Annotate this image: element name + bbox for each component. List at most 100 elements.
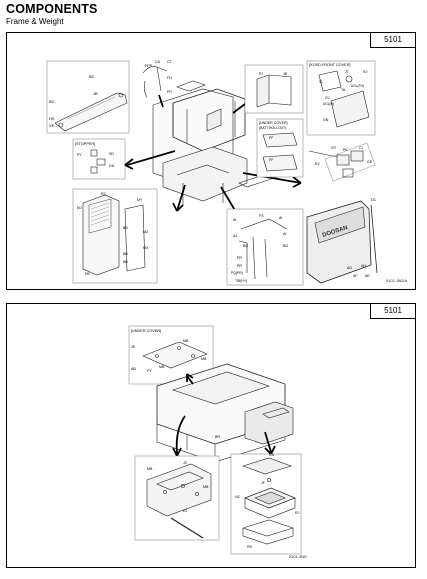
- callout-fh: FH: [167, 76, 172, 80]
- callout-py: PY: [77, 153, 82, 157]
- page-title: COMPONENTS: [6, 2, 98, 16]
- panel-id-1: 5101: [370, 33, 415, 48]
- callout-aj: AJ: [233, 234, 237, 238]
- callout-ai-3: AI: [283, 232, 286, 236]
- parts-diagram-panel-1: 5101 BC JB BC HS XE FPP CA CT FH FR: [6, 32, 416, 290]
- callout-bg-2: BG: [283, 244, 288, 248]
- callout-ai-2: AI: [279, 216, 282, 220]
- callout-ff-2: FF: [269, 158, 274, 162]
- under-cover-inset: [UNDER COVER] (BATT.ROLLOUT) FF FF: [256, 118, 304, 178]
- callout-jf: JF: [261, 481, 266, 485]
- callout-ag: AG: [347, 266, 352, 270]
- callout-af: AF: [353, 274, 358, 278]
- front-cover-label: [XOSD,FRONT COVER]: [309, 63, 351, 67]
- callout-mb-4: MB: [147, 467, 153, 471]
- callout-jc: JC: [183, 461, 188, 465]
- under-cover-label-2: [UNDER COVER]: [131, 329, 161, 333]
- document-header: COMPONENTS Frame & Weight: [6, 2, 98, 27]
- callout-bc-1: BC: [89, 74, 95, 79]
- seat-base-inset: RA JF NZ RJ RK: [230, 453, 302, 555]
- callout-mx: MX: [143, 246, 149, 250]
- callout-my: MY: [137, 198, 143, 202]
- parts-diagram-panel-2: 5101 [UNDER COVER] JE AB PY MB MB MB BR: [6, 303, 416, 568]
- callout-ge: GE: [367, 160, 373, 164]
- callout-ra: RA: [269, 453, 275, 457]
- callout-py-2: PY: [147, 369, 152, 373]
- callout-mb-5: MB: [203, 485, 209, 489]
- callout-ah: AH: [361, 264, 366, 268]
- callout-ai-1: AI: [233, 218, 236, 222]
- callout-vl: VL: [319, 80, 323, 84]
- callout-gd: GD: [109, 164, 115, 168]
- callout-rj-2: RJ: [295, 511, 300, 515]
- callout-bc-2: BC: [49, 99, 55, 104]
- callout-ri: RI: [259, 72, 263, 76]
- callout-ff-1: FF: [269, 136, 274, 140]
- stopper-inset: [STOPPER] PY SD GD: [72, 138, 126, 180]
- figure-code-1: 5101-3NDA: [386, 278, 407, 283]
- callout-eb: EB: [85, 272, 90, 276]
- callout-rk: RK: [247, 545, 253, 549]
- panel-id-2: 5101: [370, 304, 415, 319]
- callout-e2: E2: [183, 509, 187, 513]
- callout-jb-2: JB: [283, 72, 288, 76]
- callout-ab: AB: [131, 367, 136, 371]
- tilt-parts-group: AI FS AI AJ AI BG BG PR PR PQ(PR) TIB(HY…: [226, 208, 304, 286]
- stopper-label: [STOPPER]: [75, 142, 95, 146]
- seat-bracket-group: RI JB: [244, 64, 304, 114]
- callout-gy: GY: [331, 146, 337, 150]
- truck-frame: BR: [156, 363, 294, 463]
- callout-rj: RJ: [363, 70, 368, 74]
- callout-gn: GN: [323, 118, 329, 122]
- figure-code-2: 5101-3ND: [288, 554, 307, 559]
- callout-ae: AE: [365, 274, 370, 278]
- callout-bb-1: BB: [123, 226, 128, 230]
- front-cover-inset: [XOSD,FRONT COVER] VL JT RJ UGL(FH) GJ U…: [306, 60, 376, 136]
- callout-bb-3: BB: [123, 260, 128, 264]
- callout-ci: CI: [359, 146, 363, 150]
- callout-nz: NZ: [235, 495, 241, 499]
- callout-pk: PK: [343, 148, 348, 152]
- callout-jb: JB: [93, 91, 98, 96]
- callout-sd: SD: [109, 152, 114, 156]
- hydraulic-pipes-group: FPP CA CT FH FR: [142, 60, 173, 98]
- page-subtitle: Frame & Weight: [6, 17, 64, 26]
- callout-bg-1: BG: [243, 244, 248, 248]
- callout-mb-3: MB: [201, 357, 207, 361]
- callout-ta: TA: [341, 88, 346, 92]
- callout-hs: HS: [49, 116, 55, 121]
- callout-rc: RC: [101, 192, 107, 196]
- callout-pr-2: PR: [237, 264, 242, 268]
- callout-ed: ED: [77, 206, 82, 210]
- counterweight-group: DOOSAN DC AG AH AF AE: [306, 198, 378, 284]
- callout-fr: FR: [167, 90, 172, 94]
- callout-pq-pr: PQ(PR): [231, 271, 243, 275]
- exploded-parts-drawing-2: [UNDER COVER] JE AB PY MB MB MB BR: [128, 325, 302, 555]
- callout-fpp: FPP: [145, 64, 153, 68]
- callout-bb-2: BB: [123, 252, 128, 256]
- batt-rollout-label: (BATT.ROLLOUT): [259, 126, 286, 130]
- callout-ev: EV: [315, 162, 320, 166]
- callout-tib-hy: TIB(HY): [235, 279, 247, 283]
- callout-gj: GJ: [325, 96, 330, 100]
- callout-mz: MZ: [143, 230, 149, 234]
- callout-je: JE: [131, 345, 136, 349]
- callout-mb-2: MB: [183, 339, 189, 343]
- callout-pr-1: PR: [237, 256, 242, 260]
- callout-fs: FS: [259, 214, 264, 218]
- callout-dc: DC: [371, 198, 377, 202]
- callout-br: BR: [215, 435, 220, 439]
- callout-jt: JT: [345, 70, 350, 74]
- fasteners-group: GY PK CI EV GE: [308, 142, 376, 182]
- callout-ca: CA: [155, 60, 161, 64]
- exploded-parts-drawing-1: BC JB BC HS XE FPP CA CT FH FR [STOPPER]…: [46, 60, 378, 286]
- callout-ugl-h: UGL(H): [323, 102, 334, 106]
- floor-plate-inset: MB JC MB E2: [134, 455, 220, 541]
- callout-mb-1: MB: [159, 365, 165, 369]
- left-side-panel-group: BC JB BC HS XE: [46, 60, 130, 134]
- callout-xe: XE: [49, 123, 55, 128]
- callout-ugl-fh: UGL(FH): [351, 84, 364, 88]
- under-cover-label: [UNDER COVER]: [259, 121, 288, 125]
- direction-arrows-2: [172, 373, 276, 457]
- side-door-group: RC MY ED BB MZ BB MX BB EB: [72, 188, 158, 284]
